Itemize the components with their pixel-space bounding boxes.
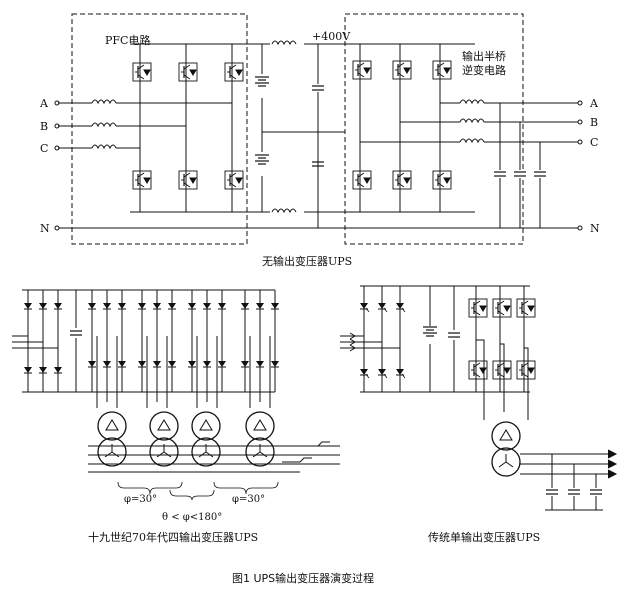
pfc-label: PFC电路 (105, 34, 150, 47)
input-label-a: A (39, 97, 49, 110)
phi-right-label: φ=30° (232, 494, 265, 505)
phi-left-label: φ=30° (124, 494, 157, 505)
output-label-b: B (590, 116, 598, 129)
output-label-a: A (589, 97, 599, 110)
input-label-c: C (40, 142, 48, 155)
neutral-out-label: N (590, 222, 600, 235)
top-caption: 无输出变压器UPS (262, 254, 352, 268)
output-label-c: C (590, 136, 598, 149)
single-transformer-ups-diagram (340, 285, 618, 511)
bottom-right-caption: 传统单输出变压器UPS (428, 530, 540, 544)
theta-label: θ < φ<180° (162, 512, 222, 523)
figure-caption: 图1 UPS输出变压器演变过程 (232, 571, 374, 585)
dc-bus-label: +400V (312, 30, 351, 43)
neutral-in-label: N (40, 222, 50, 235)
input-label-b: B (40, 120, 48, 133)
bottom-left-caption: 十九世纪70年代四输出变压器UPS (88, 530, 258, 544)
inverter-label-line2: 逆变电路 (462, 63, 506, 77)
pfc-dashed-box (71, 13, 248, 245)
transformerless-ups-diagram (54, 13, 583, 245)
inverter-dashed-box (344, 13, 524, 245)
inverter-label-line1: 输出半桥 (462, 49, 506, 63)
four-transformer-ups-diagram (12, 289, 340, 501)
